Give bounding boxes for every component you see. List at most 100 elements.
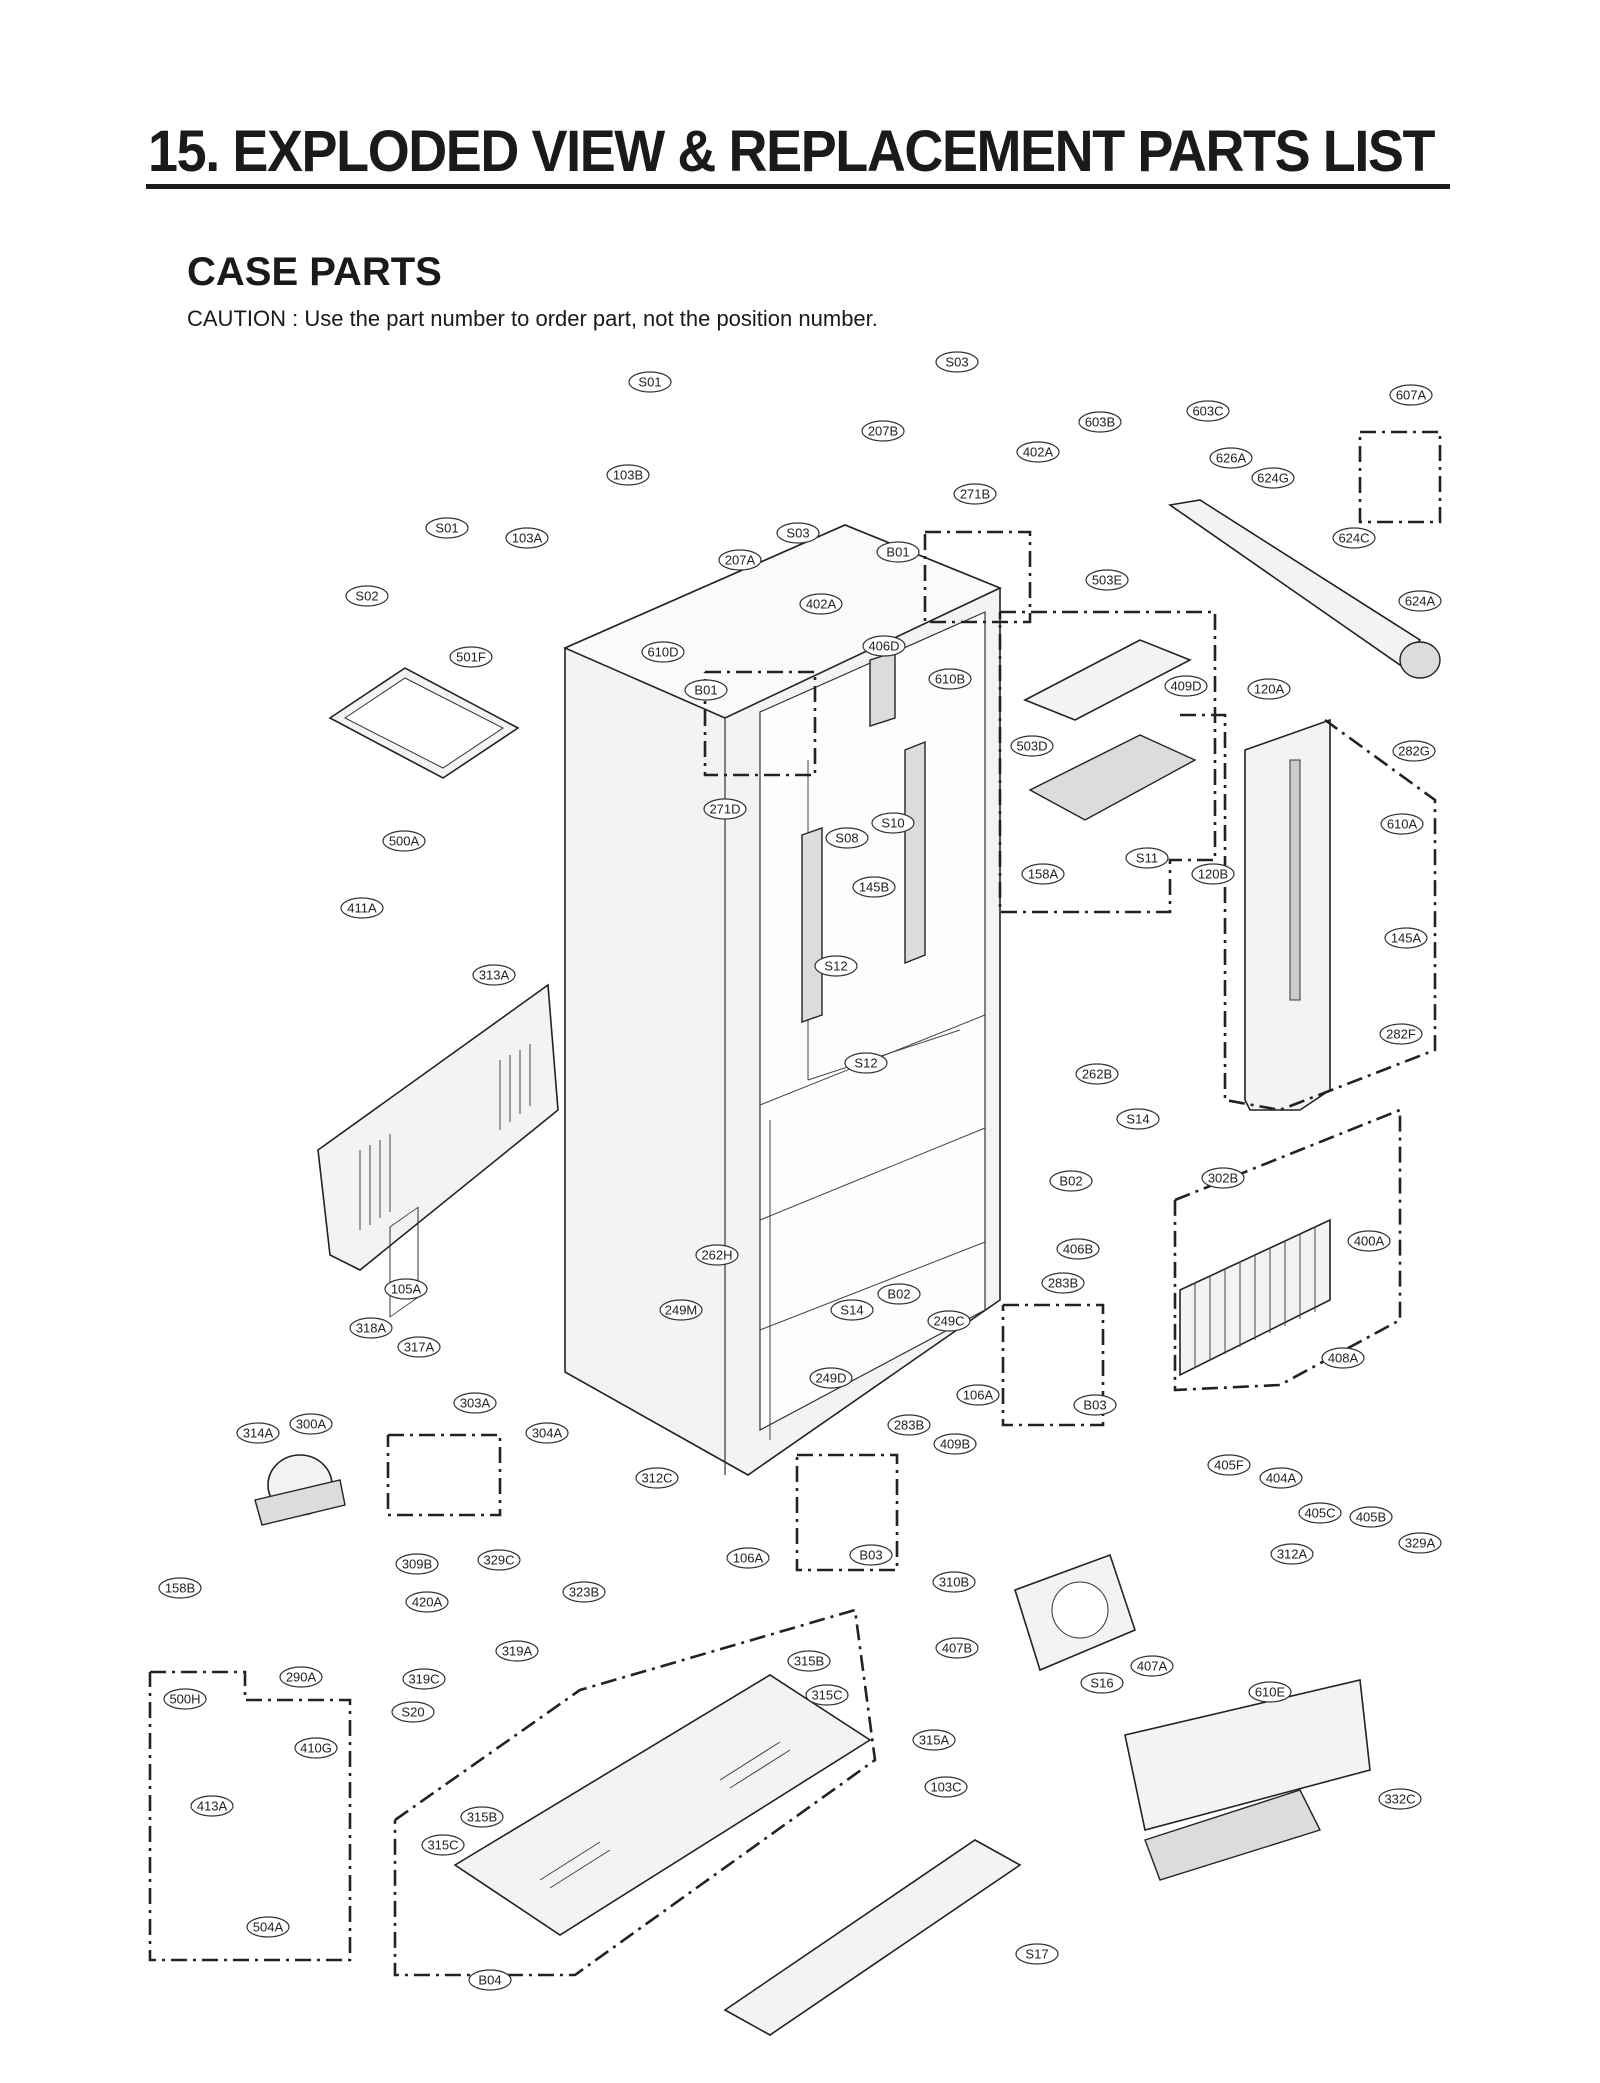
position-label-text: 500A — [389, 833, 420, 848]
position-label-text: S01 — [638, 374, 661, 389]
position-label: 411A — [340, 897, 384, 919]
position-label: 310B — [932, 1571, 976, 1593]
position-label-text: 158A — [1028, 866, 1059, 881]
position-label-text: 409B — [940, 1436, 970, 1451]
position-label-text: S01 — [435, 520, 458, 535]
position-label: 309B — [395, 1553, 439, 1575]
position-label: 103C — [924, 1776, 968, 1798]
position-label: 406B — [1056, 1238, 1100, 1260]
position-label-text: 402A — [806, 596, 837, 611]
position-label-text: 103C — [930, 1779, 961, 1794]
position-label-text: 106A — [963, 1387, 994, 1402]
position-label-text: 309B — [402, 1556, 432, 1571]
position-label: B01 — [684, 679, 728, 701]
position-label: 607A — [1389, 384, 1433, 406]
position-label: 402A — [799, 593, 843, 615]
position-label-text: B01 — [886, 544, 909, 559]
position-label: S12 — [844, 1052, 888, 1074]
position-label-text: 402A — [1023, 444, 1054, 459]
position-label-text: 262H — [701, 1247, 732, 1262]
position-label-text: 332C — [1384, 1791, 1415, 1806]
position-label-text: 315A — [919, 1732, 950, 1747]
position-label-text: 610D — [647, 644, 678, 659]
position-label: 249D — [809, 1367, 853, 1389]
position-label-text: 282G — [1398, 743, 1430, 758]
position-label-text: 302B — [1208, 1170, 1238, 1185]
position-label-text: 312C — [641, 1470, 672, 1485]
position-label: 501F — [449, 646, 493, 668]
position-label-text: 317A — [404, 1339, 435, 1354]
base-cover-103C — [723, 1839, 1022, 2036]
position-label-text: S11 — [1136, 850, 1158, 865]
position-label-text: 329A — [1405, 1535, 1436, 1550]
position-label: B01 — [876, 541, 920, 563]
position-label: 319C — [402, 1668, 446, 1690]
position-label: 106A — [726, 1547, 770, 1569]
compressor-300A — [254, 1454, 346, 1526]
fan-shroud-407B — [1014, 1553, 1136, 1672]
position-label-text: 262B — [1082, 1066, 1112, 1081]
position-label: 332C — [1378, 1788, 1422, 1810]
position-label-text: 271B — [960, 486, 990, 501]
page-title: 15. EXPLODED VIEW & REPLACEMENT PARTS LI… — [148, 119, 1435, 184]
position-label-text: 120A — [1254, 681, 1285, 696]
position-label: 145A — [1384, 927, 1428, 949]
position-label: S12 — [814, 955, 858, 977]
position-label: 120A — [1247, 678, 1291, 700]
position-label-text: 405C — [1304, 1505, 1335, 1520]
position-label-text: 407A — [1137, 1658, 1168, 1673]
position-label: 624C — [1332, 527, 1376, 549]
position-label-text: S03 — [945, 354, 968, 369]
position-label: 315B — [460, 1806, 504, 1828]
position-label: 500H — [163, 1688, 207, 1710]
position-label: S20 — [391, 1701, 435, 1723]
position-label: 290A — [279, 1666, 323, 1688]
position-label: 105A — [384, 1278, 428, 1300]
position-label-text: 319A — [502, 1643, 533, 1658]
position-label-text: 503D — [1016, 738, 1047, 753]
position-label: S08 — [825, 827, 869, 849]
section-title: CASE PARTS — [187, 250, 442, 294]
position-label: 317A — [397, 1336, 441, 1358]
position-label: 303A — [453, 1392, 497, 1414]
position-label: 158B — [158, 1577, 202, 1599]
position-label: S16 — [1080, 1672, 1124, 1694]
position-label: 420A — [405, 1591, 449, 1613]
position-label: 624G — [1251, 467, 1295, 489]
position-label: 610B — [928, 668, 972, 690]
position-label-text: 283B — [1048, 1275, 1078, 1290]
position-label-text: 303A — [460, 1395, 491, 1410]
position-label: 283B — [1041, 1272, 1085, 1294]
position-label-text: 504A — [253, 1919, 284, 1934]
position-label-text: 610E — [1255, 1684, 1286, 1699]
position-label: 315B — [787, 1650, 831, 1672]
position-label: 610D — [641, 641, 685, 663]
position-label-text: B03 — [859, 1547, 882, 1562]
position-label: 106A — [956, 1384, 1000, 1406]
cover-503E — [1023, 639, 1197, 821]
position-label-text: B01 — [694, 682, 717, 697]
position-label: S03 — [935, 351, 979, 373]
position-label-text: B03 — [1083, 1397, 1106, 1412]
position-label-text: 318A — [356, 1320, 387, 1335]
position-label-text: 406D — [868, 638, 899, 653]
position-label: 407B — [935, 1637, 979, 1659]
duct-120A — [1244, 718, 1331, 1111]
position-label: 282G — [1392, 740, 1436, 762]
position-label: 408A — [1321, 1347, 1365, 1369]
position-label-text: 207A — [725, 552, 756, 567]
position-label: 103B — [606, 464, 650, 486]
position-label: S14 — [830, 1299, 874, 1321]
position-label: 262H — [695, 1244, 739, 1266]
position-label-text: 603B — [1085, 414, 1115, 429]
position-label: 400A — [1347, 1230, 1391, 1252]
position-label: 610A — [1380, 813, 1424, 835]
refrigerator-cabinet — [563, 524, 1002, 1476]
position-label: 283B — [887, 1414, 931, 1436]
position-label-text: 290A — [286, 1669, 317, 1684]
position-label-text: 405F — [1214, 1457, 1244, 1472]
position-label: S01 — [628, 371, 672, 393]
position-label-text: 103A — [512, 530, 543, 545]
position-label-text: S12 — [854, 1055, 877, 1070]
position-label: 405C — [1298, 1502, 1342, 1524]
